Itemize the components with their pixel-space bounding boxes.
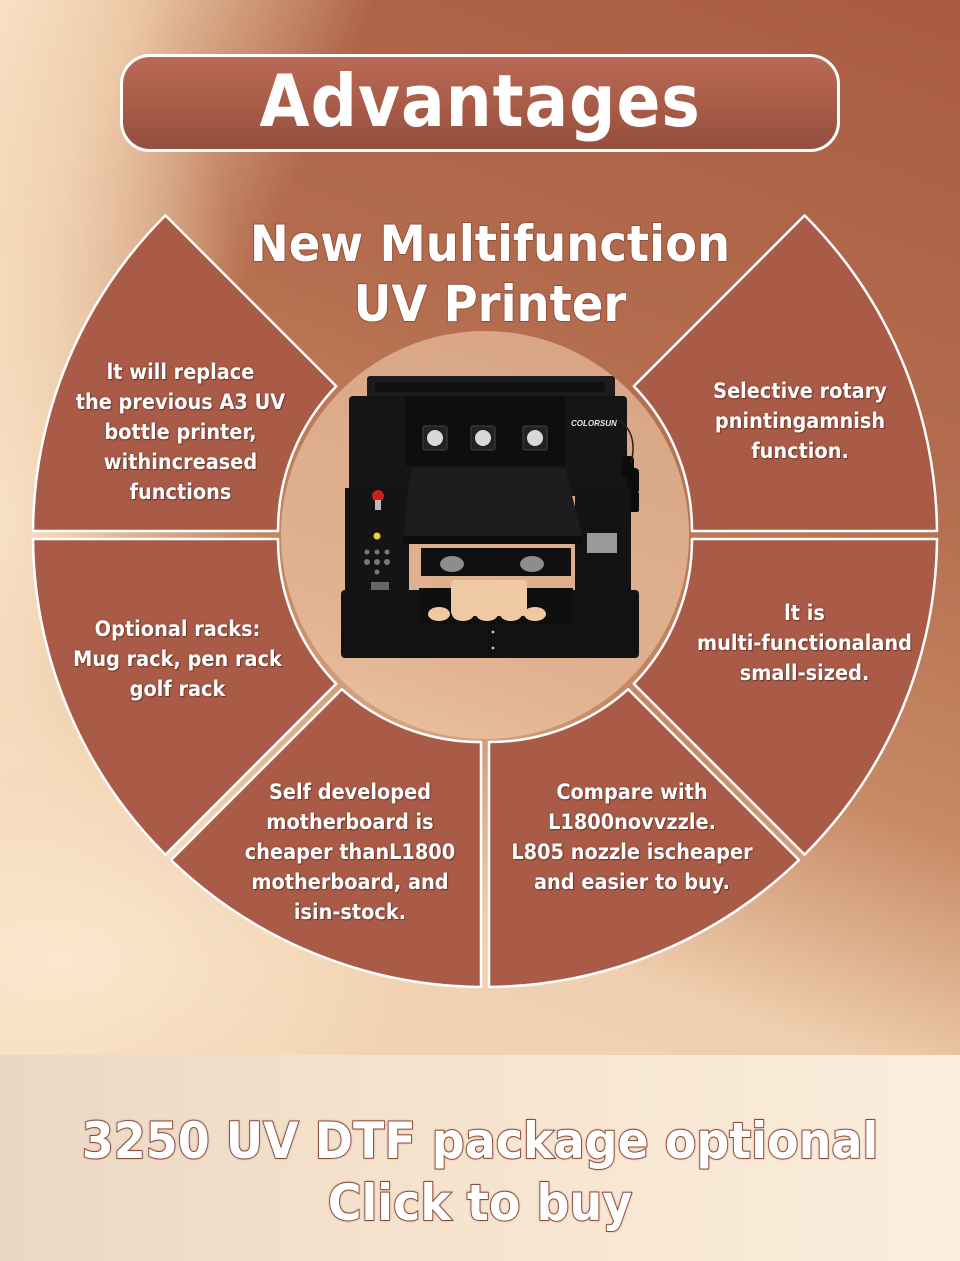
background-bottom [0,1055,960,1261]
feature-line: Compare with [556,780,708,804]
cta-line1[interactable]: 3250 UV DTF package optional [81,1111,879,1171]
feature-line: golf rack [129,677,226,701]
feature-line: lt will replace [106,360,255,384]
feature-line: motherboard is [266,810,434,834]
feature-line: function. [751,439,849,463]
feature-line: Optional racks: [94,617,261,641]
feature-line: L1800novvzzle. [548,810,716,834]
feature-middle-left: Optional racks: Mug rack, pen rack golf … [51,614,304,704]
segment-top-left [31,214,338,533]
buy-package-link[interactable]: 3250 UV DTF package optional Click to bu… [0,1110,960,1234]
product-title-line2: UV Printer [353,274,627,334]
feature-line: the previous A3 UV [75,390,286,414]
feature-line: Self developed [268,780,432,804]
feature-line: multi-functionaland [697,631,912,655]
segment-middle-left [31,537,338,856]
feature-line: Selective rotary [713,379,887,403]
feature-line: pnintingamnish [714,409,886,433]
feature-line: motherboard, and [251,870,449,894]
page-title: Advantages [259,59,701,143]
feature-line: Mug rack, pen rack [73,647,282,671]
feature-line: withincreased [103,450,258,474]
feature-line: functions [129,480,232,504]
feature-line: cheaper thanL1800 [244,840,456,864]
feature-line: lt is [784,601,825,625]
feature-line: and easier to buy. [534,870,730,894]
feature-line: isin-stock. [293,900,407,924]
segment-bottom-right [487,687,801,989]
uv-printer-image: COLORSUN [341,376,639,658]
click-to-buy-button[interactable]: Click to buy [327,1173,633,1233]
feature-top-right: Selective rotary pnintingamnish function… [680,376,919,466]
product-title-line1: New Multifunction [249,214,731,274]
segment-bottom-left [169,687,483,989]
feature-line: L805 nozzle ischeaper [511,840,753,864]
product-title: New Multifunction UV Printer [220,214,759,334]
advantages-title-banner: Advantages [120,54,840,152]
feature-line: bottle printer, [104,420,257,444]
segment-middle-right [632,537,939,856]
feature-top-left: lt will replace the previous A3 UV bottl… [59,357,303,507]
feature-line: small-sized. [739,661,870,685]
brand-label: COLORSUN [571,419,617,428]
feature-bottom-left: Self developed motherboard is cheaper th… [230,777,469,927]
feature-bottom-right: Compare with L1800novvzzle. L805 nozzle … [503,777,761,897]
feature-middle-right: lt is multi-functionaland small-sized. [683,598,927,688]
segment-top-right [632,214,939,533]
